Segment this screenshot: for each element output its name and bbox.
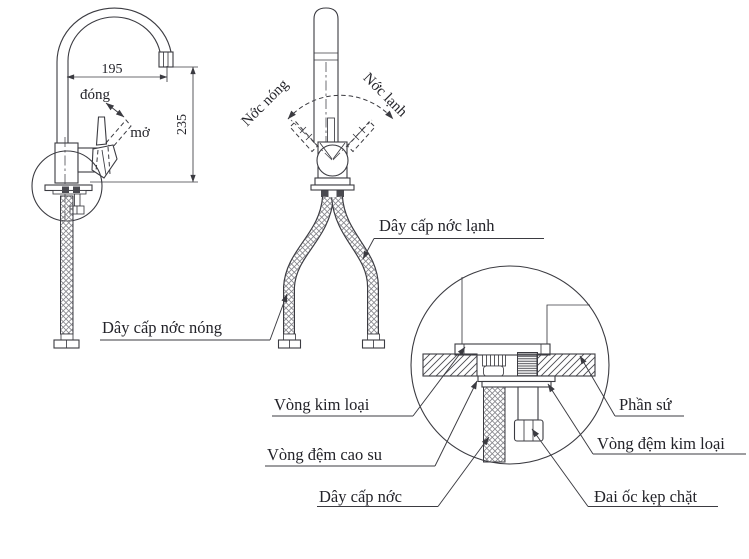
rubber-gasket-label: Vòng đệm cao su bbox=[267, 445, 382, 464]
metal-ring-label: Vòng kim loại bbox=[274, 395, 370, 414]
dim-width: 195 bbox=[66, 62, 168, 82]
side-handle bbox=[91, 116, 132, 179]
metal-washer-callout: Vòng đệm kim loại bbox=[547, 383, 746, 455]
clamp-nut bbox=[513, 386, 544, 442]
side-base bbox=[31, 150, 103, 222]
hot-hose-callout: Dây cấp nớc nóng bbox=[100, 293, 288, 341]
cold-hose-label: Dây cấp nớc lạnh bbox=[379, 216, 495, 235]
hot-water-label: Nớc nóng bbox=[239, 76, 293, 130]
side-hose bbox=[53, 195, 80, 349]
rubber-gasket-callout: Vòng đệm cao su bbox=[265, 380, 478, 467]
side-view: đóng mở 195 235 bbox=[31, 7, 198, 349]
washers bbox=[477, 375, 556, 388]
dim-width-value: 195 bbox=[102, 62, 123, 77]
clamp-nut-label: Đai ốc kẹp chặt bbox=[594, 487, 697, 506]
ceramic-label: Phần sứ bbox=[619, 395, 673, 414]
detail-supply-hose bbox=[483, 386, 506, 463]
front-base bbox=[310, 177, 355, 197]
supply-hose-callout: Dây cấp nớc bbox=[317, 436, 490, 507]
threaded-stud bbox=[517, 352, 538, 377]
front-lever bbox=[313, 7, 339, 162]
ceramic-slab-left bbox=[422, 353, 478, 377]
supply-hose-label: Dây cấp nớc bbox=[319, 487, 402, 506]
hot-hose-label: Dây cấp nớc nóng bbox=[102, 318, 222, 337]
supply-hoses bbox=[277, 196, 386, 349]
dim-height-value: 235 bbox=[175, 114, 190, 135]
detail-view: Vòng kim loại Vòng đệm cao su Dây cấp nớ… bbox=[265, 265, 746, 507]
side-spout bbox=[56, 7, 174, 145]
handle-rotation-range bbox=[287, 94, 394, 161]
cold-hose-callout: Dây cấp nớc lạnh bbox=[362, 216, 544, 260]
detail-circle bbox=[410, 265, 610, 465]
shank-splines bbox=[482, 354, 506, 377]
ceramic-slab-right bbox=[536, 353, 596, 377]
close-label: đóng bbox=[80, 87, 111, 103]
clamp-nut-callout: Đai ốc kẹp chặt bbox=[531, 428, 718, 507]
open-close-arrow bbox=[105, 102, 125, 118]
metal-washer-label: Vòng đệm kim loại bbox=[597, 434, 725, 453]
open-label: mở bbox=[130, 125, 151, 141]
cold-water-label: Nớc lạnh bbox=[360, 70, 411, 121]
dim-height: 235 bbox=[90, 66, 198, 183]
metal-ring-callout: Vòng kim loại bbox=[272, 346, 466, 417]
front-body bbox=[316, 141, 349, 179]
ceramic-callout: Phần sứ bbox=[579, 355, 684, 417]
